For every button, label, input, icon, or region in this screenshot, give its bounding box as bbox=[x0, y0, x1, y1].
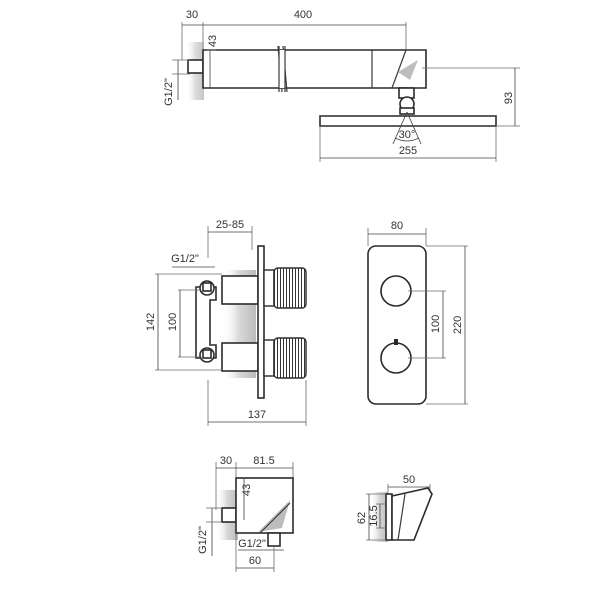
shower-head bbox=[319, 115, 497, 127]
holder-base bbox=[385, 493, 393, 541]
wall-connector bbox=[187, 59, 204, 74]
valve-thread-label: G1/2" bbox=[171, 253, 199, 265]
angle-label: 30° bbox=[399, 129, 416, 141]
dim-43-label: 43 bbox=[207, 35, 219, 47]
shower-arm bbox=[202, 49, 427, 89]
outlet-dim-60-label: 60 bbox=[249, 555, 261, 567]
wall-plate bbox=[257, 245, 265, 399]
holder-dim-16-5-label: 16.5 bbox=[368, 505, 380, 526]
outlet-bottom-connector bbox=[267, 532, 281, 547]
holder-dim-62-label: 62 bbox=[356, 512, 368, 524]
dim-100-label: 100 bbox=[167, 313, 179, 331]
holder-view: 50 62 16.5 bbox=[356, 474, 433, 542]
handle-upper bbox=[380, 275, 412, 307]
cartridge-lower bbox=[273, 337, 307, 379]
cartridge-upper bbox=[273, 267, 307, 309]
plate-dim-80-label: 80 bbox=[391, 220, 403, 232]
valve-body-view: 25-85 G1/2" 142 100 137 bbox=[145, 219, 307, 426]
dim-25-85-label: 25-85 bbox=[216, 219, 244, 231]
wall-outlet-view: 30 81.5 43 G1/2" G1/2" 60 bbox=[197, 455, 294, 572]
plate-dim-100-label: 100 bbox=[430, 315, 442, 333]
outlet-dim-43-label: 43 bbox=[241, 484, 253, 496]
valve-body-upper bbox=[221, 275, 259, 305]
cover-plate bbox=[367, 245, 427, 405]
outlet-thread-bottom-label: G1/2" bbox=[238, 538, 266, 550]
outlet-side-connector bbox=[221, 507, 237, 523]
dim-142-label: 142 bbox=[145, 313, 157, 331]
cover-plate-view: 80 100 220 bbox=[367, 220, 468, 405]
holder-body bbox=[391, 487, 433, 541]
outlet-dim-81-5-label: 81.5 bbox=[253, 455, 274, 467]
outlet-thread-side-label: G1/2" bbox=[197, 526, 209, 554]
handle-lower bbox=[380, 342, 412, 374]
valve-body-lower bbox=[221, 342, 259, 372]
holder-dim-50-label: 50 bbox=[403, 474, 415, 486]
dim-30-label: 30 bbox=[186, 9, 198, 21]
dim-93-label: 93 bbox=[503, 92, 515, 104]
dim-137-label: 137 bbox=[248, 409, 266, 421]
dim-255-label: 255 bbox=[399, 145, 417, 157]
plate-dim-220-label: 220 bbox=[452, 316, 464, 334]
thread-label: G1/2" bbox=[163, 78, 175, 106]
outlet-body bbox=[235, 477, 294, 534]
shower-arm-view: 30 400 43 G1/2" bbox=[163, 9, 520, 162]
dim-400-label: 400 bbox=[294, 9, 312, 21]
outlet-dim-30-label: 30 bbox=[220, 455, 232, 467]
